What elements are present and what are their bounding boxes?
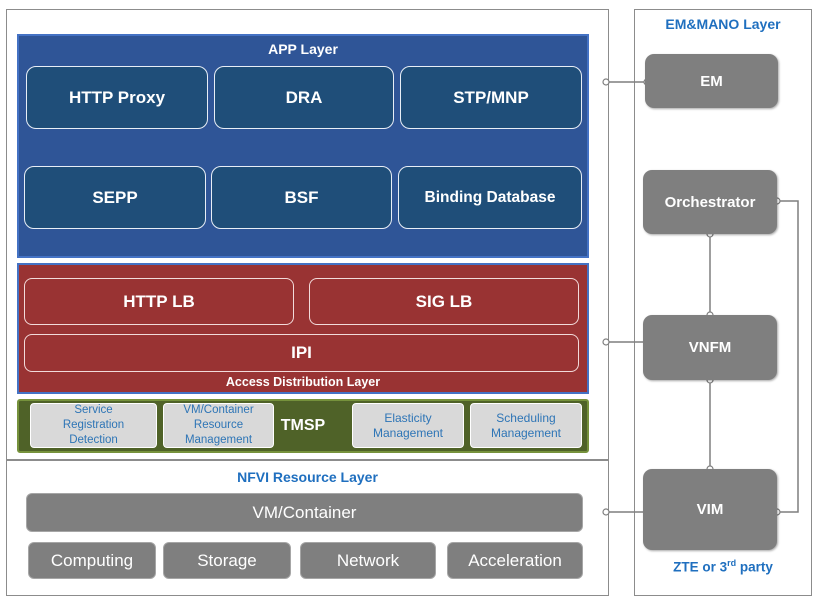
- nfvi-layer-title: NFVI Resource Layer: [237, 469, 378, 485]
- vim-box: VIM: [643, 469, 777, 550]
- acceleration-box: Acceleration: [447, 542, 583, 579]
- stp-mnp-box: STP/MNP: [400, 66, 582, 129]
- service-registration-box: Service Registration Detection: [30, 403, 157, 448]
- computing-box: Computing: [28, 542, 156, 579]
- vm-container-box: VM/Container: [26, 493, 583, 532]
- http-lb-box: HTTP LB: [24, 278, 294, 325]
- mano-footer-suffix: party: [736, 559, 773, 575]
- bsf-box: BSF: [211, 166, 392, 229]
- network-box: Network: [300, 542, 436, 579]
- em-box: EM: [645, 54, 778, 108]
- tmsp-title: TMSP: [280, 417, 326, 434]
- vnfm-box: VNFM: [643, 315, 777, 380]
- vm-container-resource-box: VM/Container Resource Management: [163, 403, 274, 448]
- orchestrator-box: Orchestrator: [643, 170, 777, 234]
- sepp-box: SEPP: [24, 166, 206, 229]
- dra-box: DRA: [214, 66, 394, 129]
- binding-database-box: Binding Database: [398, 166, 582, 229]
- mano-footer: ZTE or 3rd party: [634, 558, 812, 575]
- elasticity-management-box: Elasticity Management: [352, 403, 464, 448]
- access-layer-title: Access Distribution Layer: [225, 375, 381, 389]
- scheduling-management-box: Scheduling Management: [470, 403, 582, 448]
- sig-lb-box: SIG LB: [309, 278, 579, 325]
- ipi-box: IPI: [24, 334, 579, 372]
- app-layer-title: APP Layer: [268, 41, 338, 57]
- storage-box: Storage: [163, 542, 291, 579]
- mano-layer-title: EM&MANO Layer: [665, 16, 781, 32]
- mano-footer-prefix: ZTE or 3: [673, 559, 728, 575]
- http-proxy-box: HTTP Proxy: [26, 66, 208, 129]
- mano-footer-sup: rd: [727, 558, 737, 568]
